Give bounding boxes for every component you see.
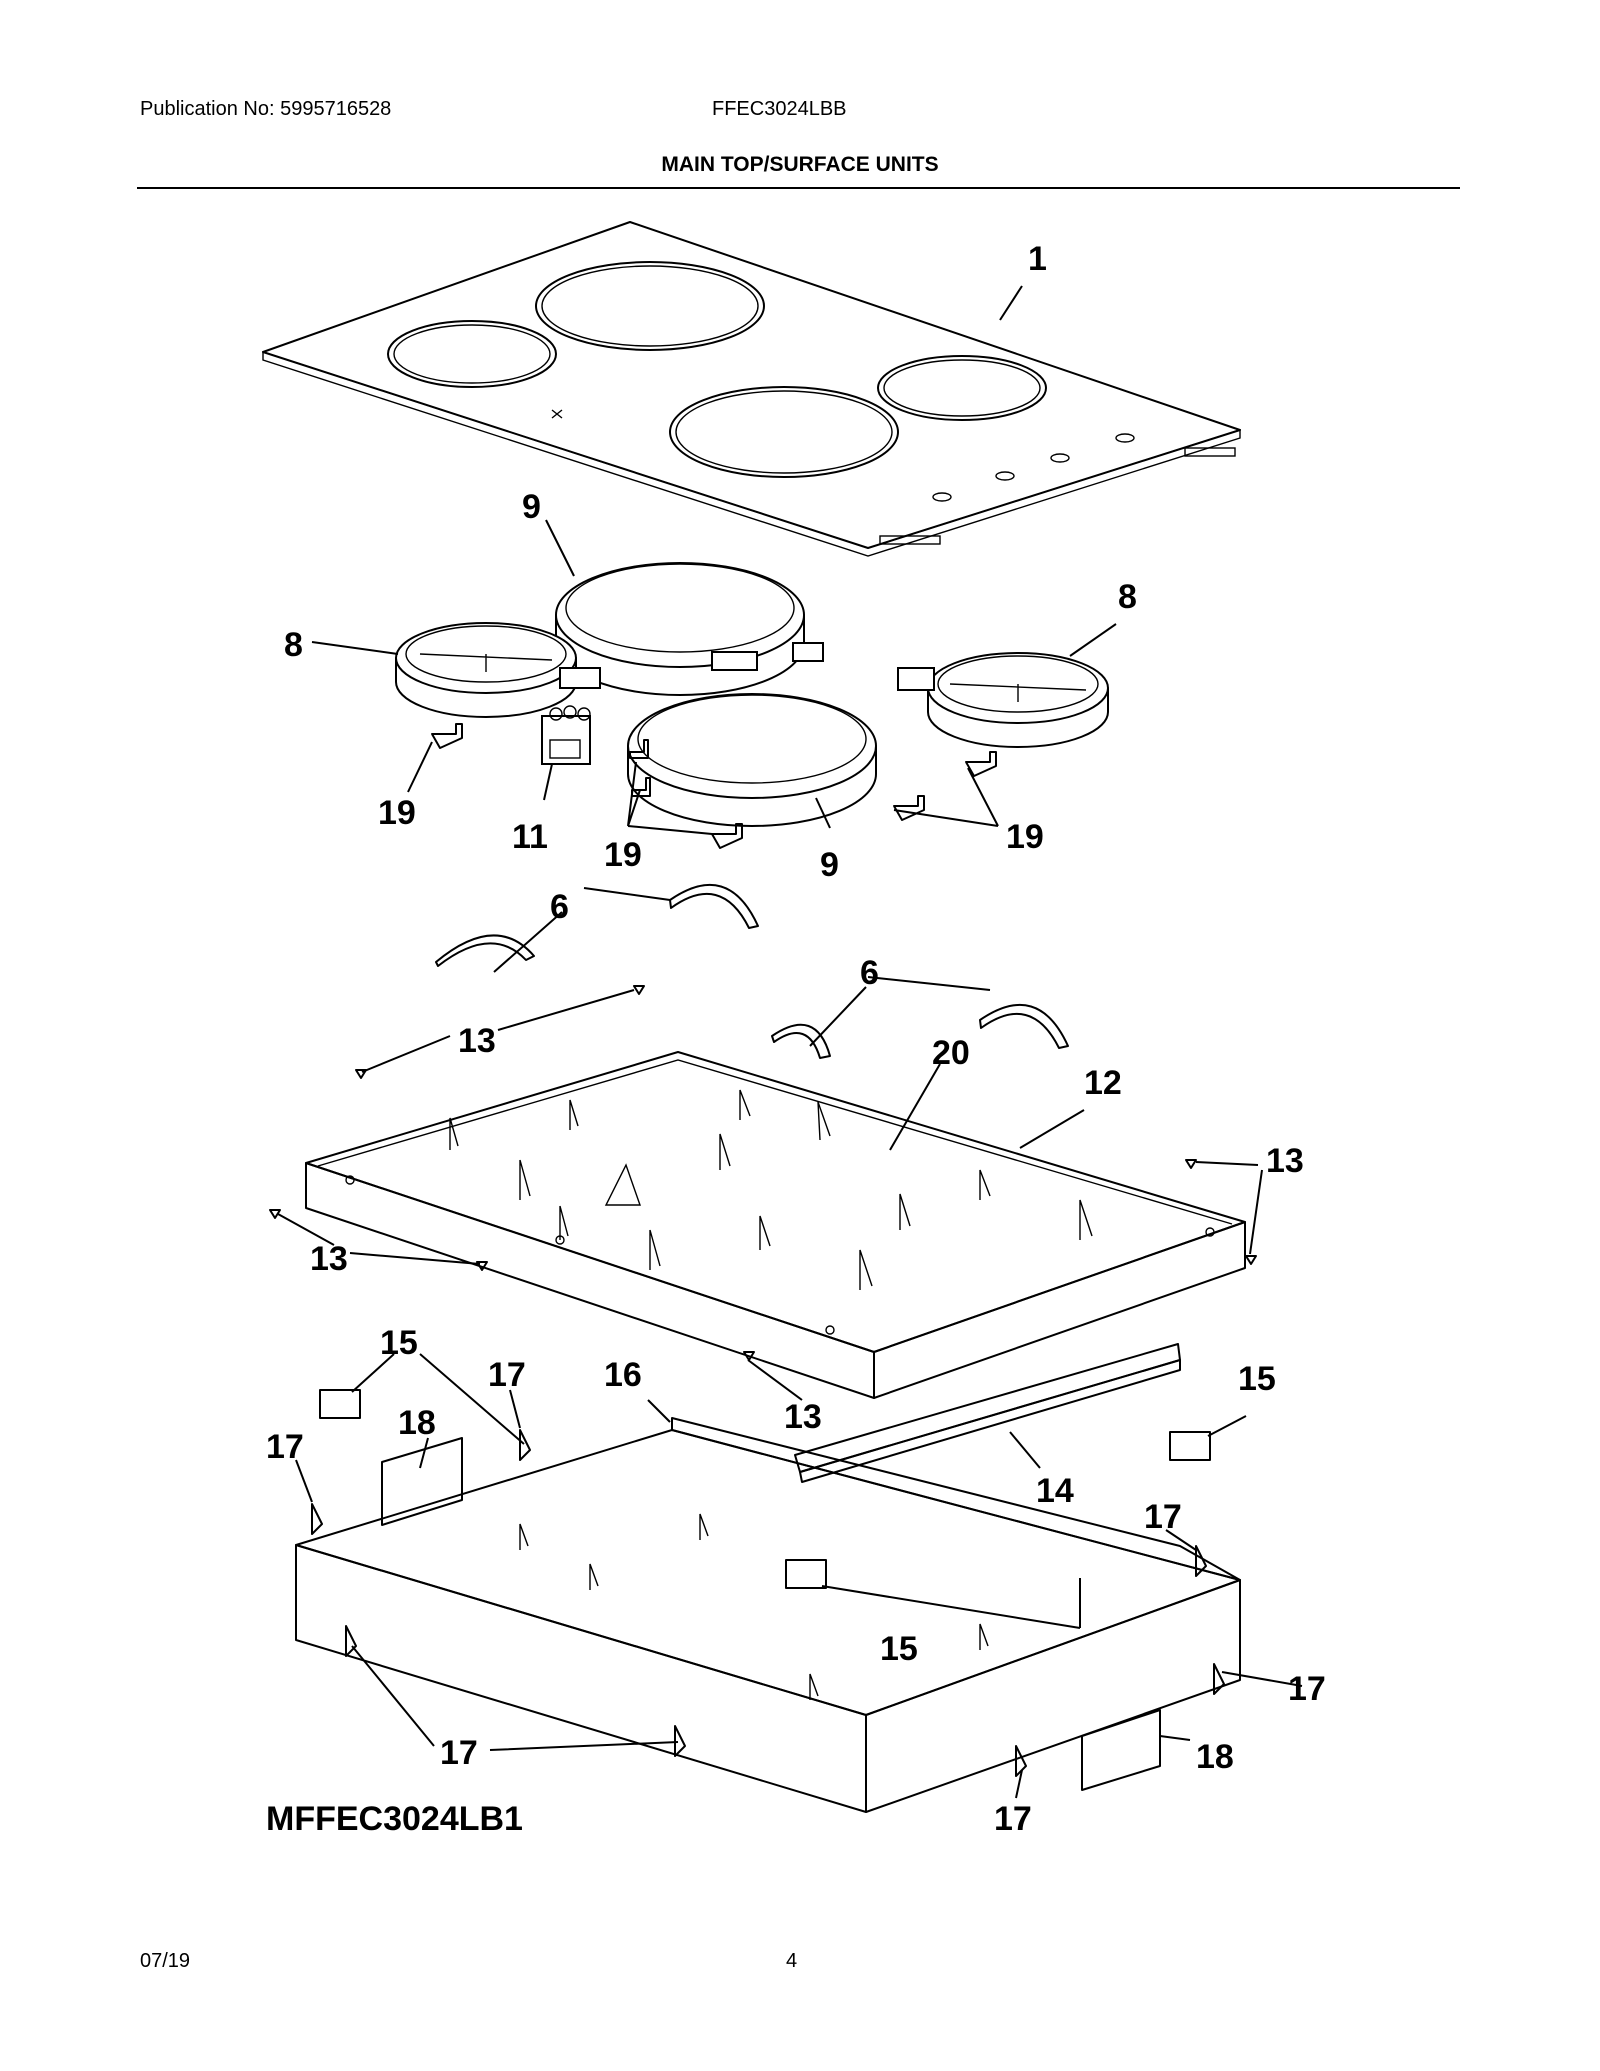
model-number: FFEC3024LBB: [712, 98, 847, 120]
callout-18-upper: 18: [398, 1404, 436, 1442]
callout-18-lower: 18: [1196, 1738, 1234, 1776]
side-brackets-18: [381, 1437, 1161, 1791]
callout-13-left: 13: [310, 1240, 348, 1278]
callout-17-bottom: 17: [994, 1800, 1032, 1838]
callout-15-lower: 15: [880, 1630, 918, 1668]
element-retainer-straps: [435, 884, 1069, 1059]
callout-17-left: 17: [266, 1428, 304, 1466]
screws: [269, 985, 1257, 1361]
callout-15-right: 15: [1238, 1360, 1276, 1398]
publication-number: Publication No: 5995716528: [140, 98, 392, 120]
callout-1: 1: [1028, 240, 1047, 278]
callout-17-right-upper: 17: [1144, 1498, 1182, 1536]
callout-14: 14: [1036, 1472, 1074, 1510]
callout-17-right-lower: 17: [1288, 1670, 1326, 1708]
callout-17-bottom-left: 17: [440, 1734, 478, 1772]
callout-19-center: 19: [604, 836, 642, 874]
callout-9-upper: 9: [522, 488, 541, 526]
callout-13-upper: 13: [458, 1022, 496, 1060]
leader-lines: [277, 285, 1303, 1799]
callout-8-left: 8: [284, 626, 303, 664]
page-number: 4: [786, 1950, 798, 1972]
callout-11: 11: [512, 818, 548, 856]
diagram-model-code: MFFEC3024LB1: [266, 1800, 523, 1838]
rear-rail: [794, 1343, 1181, 1483]
section-title: MAIN TOP/SURFACE UNITS: [661, 153, 939, 176]
callout-15-upper: 15: [380, 1324, 418, 1362]
small-surface-element-right: [897, 652, 1109, 748]
callout-13-right: 13: [1266, 1142, 1304, 1180]
callout-16: 16: [604, 1356, 642, 1394]
small-surface-element-left: [395, 622, 601, 718]
callout-19-right: 19: [1006, 818, 1044, 856]
callout-9-lower: 9: [820, 846, 839, 884]
burner-box: [305, 1051, 1246, 1399]
callout-12: 12: [1084, 1064, 1122, 1102]
callout-8-right: 8: [1118, 578, 1137, 616]
base-pan: [295, 1417, 1241, 1813]
cooktop-glass: [262, 221, 1241, 557]
callout-19-left: 19: [378, 794, 416, 832]
callout-6-upper: 6: [550, 888, 569, 926]
publication-date: 07/19: [140, 1950, 191, 1972]
callout-13-lower: 13: [784, 1398, 822, 1436]
header-rule: [137, 187, 1460, 189]
callout-labels: 1 9 8 8 19 11 19 9 19 6 6 13 20 12 13 13…: [266, 240, 1326, 1838]
large-surface-element-front: [627, 693, 877, 827]
clips-15-17: [311, 1389, 1225, 1777]
terminal-block: [541, 705, 591, 765]
callout-6-right: 6: [860, 954, 879, 992]
callout-20: 20: [932, 1034, 970, 1072]
callout-17-upper: 17: [488, 1356, 526, 1394]
